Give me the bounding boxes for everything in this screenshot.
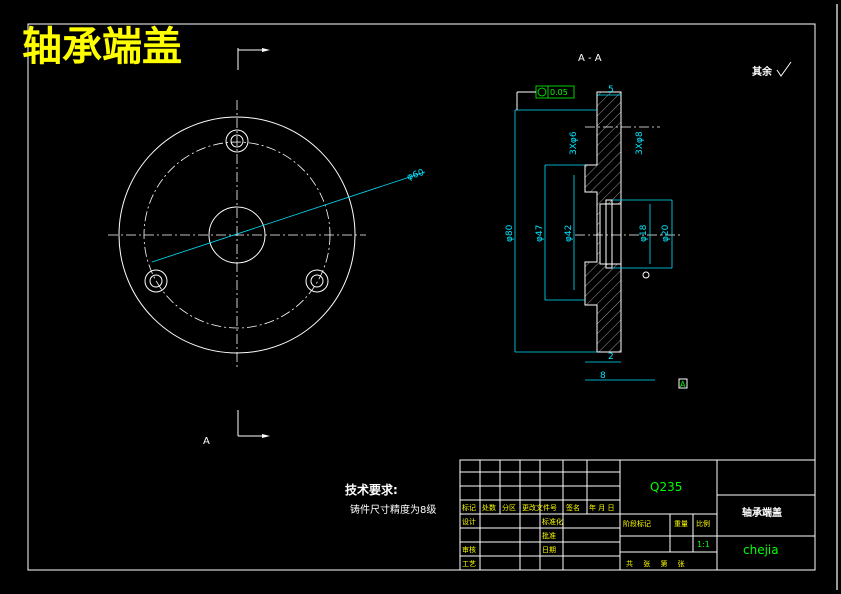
dim-holes-left: 3Xφ6 [569,131,579,155]
datum-box [678,378,688,389]
dim-d47: φ47 [535,225,545,242]
left-row-3: 工艺 [462,560,476,568]
tech-req-line1: 铸件尺寸精度为8级 [350,503,436,516]
mid-row-2: 批准 [542,531,556,540]
mid-row-3: 日期 [542,546,556,554]
dim-d18: φ18 [639,224,649,242]
front-view: A φ60 [108,48,426,447]
tolerance-value: 0.05 [550,88,568,97]
stage-label: 阶段标记 [623,519,651,528]
rev-header-5: 签名 [566,503,580,512]
part-name-cell: 轴承端盖 [742,506,782,519]
rev-header-6: 年 月 日 [589,503,614,512]
roughness-icon [776,61,792,77]
roughness-note: 其余 [752,65,773,78]
bolt-hole-right [305,269,329,293]
rev-header-2: 处数 [482,503,496,512]
dim-depth5: 5 [608,85,614,95]
datum-symbol [642,271,650,279]
scale-cell: 1:1 [697,540,710,549]
section-view: A - A φ80 φ47 φ42 φ18 φ20 5 2 [505,53,688,389]
dim-d20: φ20 [661,224,671,242]
title-block: Q235 轴承端盖 chejia 1:1 标记 处数 分区 更改文件号 签名 年… [459,459,816,571]
section-label: A - A [578,53,602,64]
drawing-border [27,23,816,571]
rev-header-4: 更改文件号 [522,503,557,512]
datum-label: A [680,380,686,389]
left-row-1: 设计 [462,517,476,526]
mid-row-1: 标准化 [542,517,563,526]
dim-holes-right: 3Xφ8 [635,131,645,155]
ratio-label: 比例 [696,519,710,528]
dim-d42: φ42 [564,225,574,242]
outer-border [836,4,838,590]
weight-label: 重量 [674,520,688,528]
section-mark-a: A [203,436,210,447]
dimension-line-d60 [151,171,426,263]
left-row-2: 审核 [462,545,476,554]
drawing-title: 轴承端盖 [22,24,182,70]
material-cell: Q235 [650,480,682,494]
bolt-hole-top [225,129,249,153]
rev-header-1: 标记 [462,503,476,512]
designer-cell: chejia [743,543,779,557]
dim-d80: φ80 [505,224,515,242]
section-bore [599,203,622,265]
tech-req-heading: 技术要求: [345,482,398,497]
sheet-label: 共 张 第 张 [626,559,689,568]
bolt-hole-left [144,269,168,293]
dim-width8: 8 [600,371,606,381]
dim-gap2: 2 [608,352,614,362]
rev-header-3: 分区 [502,503,516,512]
dim-d60: φ60 [406,168,426,183]
